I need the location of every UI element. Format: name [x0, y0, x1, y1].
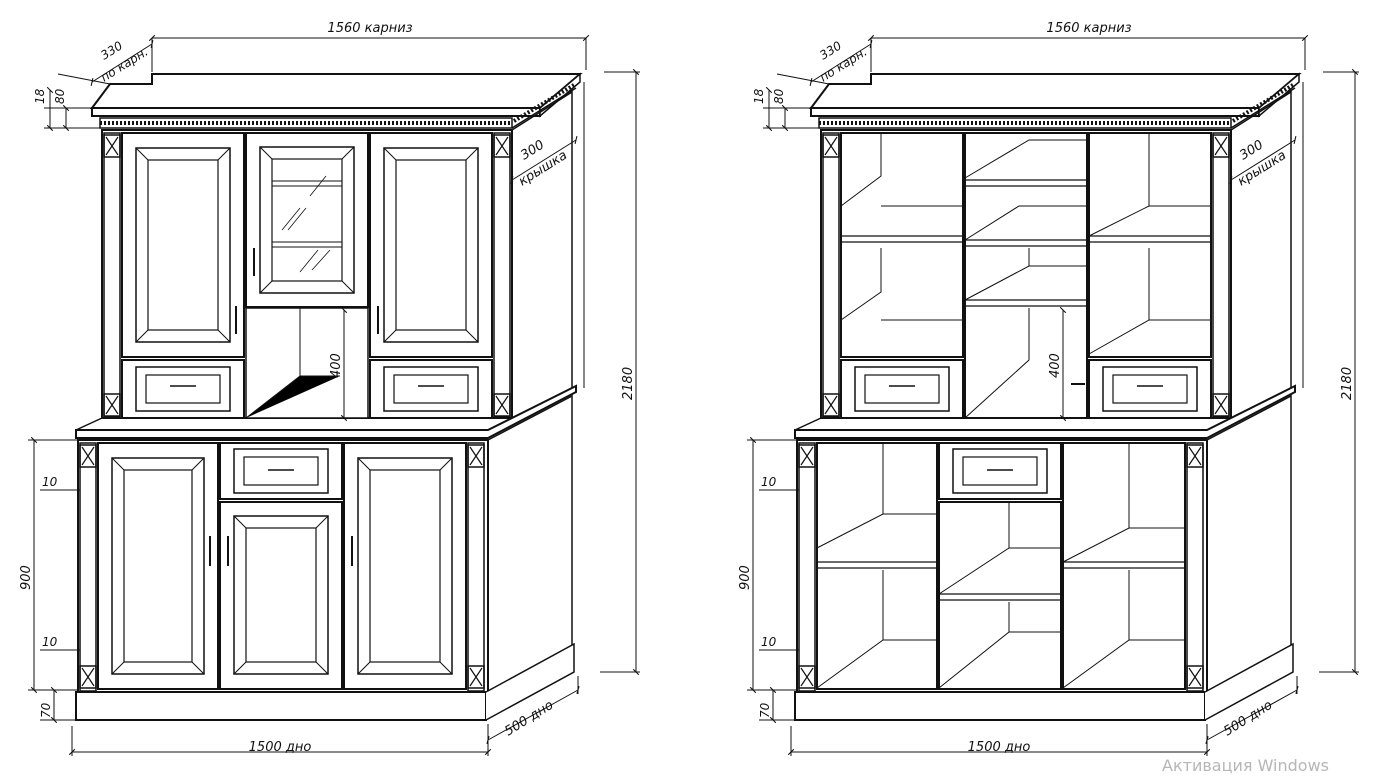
upper-right-drawer-open [1071, 359, 1212, 419]
lower-center-compartment [938, 501, 1062, 690]
dim-plinth-height: 70 [758, 702, 772, 718]
windows-activation-watermark: Активация Windows [1162, 756, 1329, 775]
dim-cornice-thickness: 18 [33, 88, 47, 104]
dim-bottom-width: 1500 дно [249, 740, 312, 755]
lower-center-drawer [219, 442, 343, 500]
cabinet-closed-view: 1560 карниз 330 по карн. 18 80 300 крышк… [19, 21, 640, 756]
dim-gap-top: 10 [761, 475, 777, 489]
dim-total-height: 2180 [1340, 367, 1355, 400]
lower-left-door [97, 442, 219, 690]
upper-open-niche [245, 307, 369, 419]
dim-cornice-width: 1560 карниз [1046, 21, 1131, 36]
dim-lower-height: 900 [19, 565, 34, 590]
dim-total-height: 2180 [621, 367, 636, 400]
dim-niche-height: 400 [1048, 353, 1063, 378]
lower-left-compartment [816, 442, 938, 690]
upper-left-compartment [840, 132, 964, 358]
dim-niche-height: 400 [329, 353, 344, 378]
upper-right-door [369, 132, 493, 358]
upper-glass-door [245, 132, 369, 308]
upper-left-door [121, 132, 245, 358]
upper-right-drawer [369, 359, 493, 419]
lower-center-drawer-open [938, 442, 1062, 500]
dim-plinth-height: 70 [39, 702, 53, 718]
upper-center-compartment [964, 132, 1088, 419]
dim-cornice-width: 1560 карниз [327, 21, 412, 36]
upper-right-compartment [1088, 132, 1212, 358]
cabinet-open-view: 1560 карниз 330 по карн. 18 80 300 крышк… [738, 21, 1359, 756]
dim-cornice-height: 80 [53, 88, 67, 104]
lower-center-door [219, 501, 343, 690]
dim-lower-height: 900 [738, 565, 753, 590]
dim-cornice-thickness: 18 [752, 88, 766, 104]
dim-bottom-width: 1500 дно [968, 740, 1031, 755]
dim-gap-bottom: 10 [42, 635, 58, 649]
dim-gap-top: 10 [42, 475, 58, 489]
lower-right-compartment [1062, 442, 1186, 690]
lower-right-door [343, 442, 467, 690]
upper-left-drawer-open [840, 359, 964, 419]
dim-gap-bottom: 10 [761, 635, 777, 649]
upper-left-drawer [121, 359, 245, 419]
dim-cornice-height: 80 [772, 88, 786, 104]
